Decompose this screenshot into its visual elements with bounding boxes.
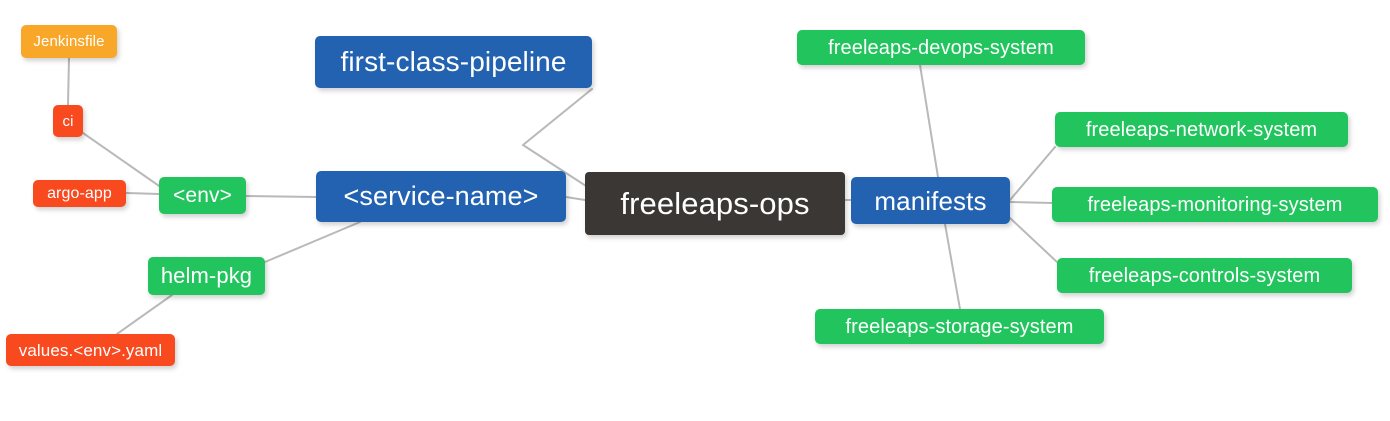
mindmap-node-freeleaps-storage-system[interactable]: freeleaps-storage-system: [815, 309, 1104, 344]
mindmap-node-argo-app[interactable]: argo-app: [33, 180, 126, 207]
edge-manifests-to-freeleaps-devops-system: [919, 64, 939, 178]
edge-freeleaps-ops-to-service-name: [565, 196, 586, 201]
edge-manifests-to-freeleaps-controls-system: [1009, 217, 1058, 263]
mindmap-node-freeleaps-controls-system[interactable]: freeleaps-controls-system: [1057, 258, 1352, 293]
mindmap-node-freeleaps-network-system[interactable]: freeleaps-network-system: [1055, 112, 1348, 147]
mindmap-node-env[interactable]: <env>: [159, 177, 246, 214]
mindmap-node-helm-pkg[interactable]: helm-pkg: [148, 257, 265, 295]
edge-manifests-to-freeleaps-network-system: [1009, 146, 1056, 201]
mindmap-node-jenkinsfile[interactable]: Jenkinsfile: [21, 25, 117, 58]
mindmap-node-first-class-pipeline[interactable]: first-class-pipeline: [315, 36, 592, 88]
mindmap-node-manifests[interactable]: manifests: [851, 177, 1010, 224]
mindmap-node-freeleaps-monitoring-system[interactable]: freeleaps-monitoring-system: [1052, 187, 1378, 222]
mindmap-node-service-name[interactable]: <service-name>: [316, 171, 566, 222]
mindmap-node-freeleaps-devops-system[interactable]: freeleaps-devops-system: [797, 30, 1085, 65]
mindmap-node-ci[interactable]: ci: [53, 105, 83, 137]
edge-service-name-to-helm-pkg: [264, 221, 361, 263]
mindmap-node-freeleaps-ops[interactable]: freeleaps-ops: [585, 172, 845, 235]
edge-ci-to-jenkinsfile: [67, 57, 70, 106]
edge-service-name-to-env: [245, 195, 317, 198]
edge-manifests-to-freeleaps-storage-system: [944, 223, 961, 310]
mindmap-node-values-env-yaml[interactable]: values.<env>.yaml: [6, 334, 175, 366]
edge-helm-pkg-to-values-env-yaml: [116, 294, 173, 335]
edge-manifests-to-freeleaps-monitoring-system: [1009, 201, 1053, 204]
edge-env-to-argo-app: [125, 192, 160, 195]
